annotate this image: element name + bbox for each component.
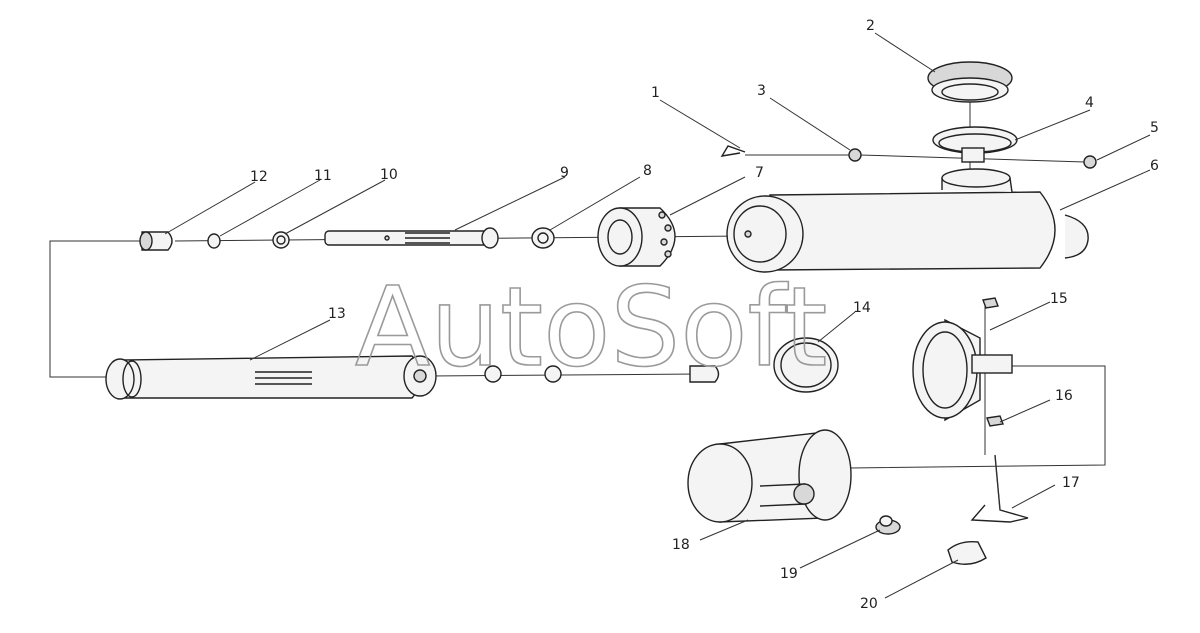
callout-18: 18 xyxy=(672,537,690,553)
callout-7: 7 xyxy=(755,165,764,181)
part-11-plug xyxy=(207,233,221,249)
part-2-cap xyxy=(927,61,1013,103)
part-14-seal-ring xyxy=(773,337,839,393)
callout-4: 4 xyxy=(1085,95,1094,111)
callout-14: 14 xyxy=(853,300,871,316)
watermark-text: AutoSoft xyxy=(355,263,827,391)
callout-5: 5 xyxy=(1150,120,1159,136)
part-19-wing-nut xyxy=(875,515,901,535)
part-16-nut xyxy=(986,415,1004,427)
part-20-cap xyxy=(947,540,987,565)
part-1-hook xyxy=(720,145,746,157)
part-10-washer xyxy=(272,231,290,249)
callout-1: 1 xyxy=(651,85,660,101)
callout-10: 10 xyxy=(380,167,398,183)
callout-labels: 1 2 3 4 5 6 7 8 9 10 11 12 13 14 15 16 1… xyxy=(250,18,1159,612)
part-9-shaft xyxy=(324,227,499,249)
callout-13: 13 xyxy=(328,306,346,322)
callout-9: 9 xyxy=(560,165,569,181)
callout-15: 15 xyxy=(1050,291,1068,307)
callout-17: 17 xyxy=(1062,475,1080,491)
part-5-nut xyxy=(1083,155,1097,169)
part-8-washer xyxy=(531,227,555,249)
part-12-end-cap xyxy=(139,231,173,251)
callout-20: 20 xyxy=(860,596,878,612)
callout-12: 12 xyxy=(250,169,268,185)
part-3-nut xyxy=(848,148,862,162)
part-13-tube xyxy=(105,355,437,400)
part-7-bushing xyxy=(597,207,676,267)
part-6-housing xyxy=(726,168,1089,273)
callout-leaders xyxy=(164,32,1151,599)
part-18-filter-element xyxy=(687,429,852,523)
callout-19: 19 xyxy=(780,566,798,582)
part-15-clamp xyxy=(912,297,1013,422)
part-4-clamp-ring xyxy=(932,126,1018,163)
callout-11: 11 xyxy=(314,168,332,184)
callout-3: 3 xyxy=(757,83,766,99)
callout-16: 16 xyxy=(1055,388,1073,404)
callout-2: 2 xyxy=(866,18,875,34)
callout-6: 6 xyxy=(1150,158,1159,174)
lower-axis-washers xyxy=(484,365,720,383)
part-17-bolt xyxy=(970,454,1029,523)
callout-8: 8 xyxy=(643,163,652,179)
